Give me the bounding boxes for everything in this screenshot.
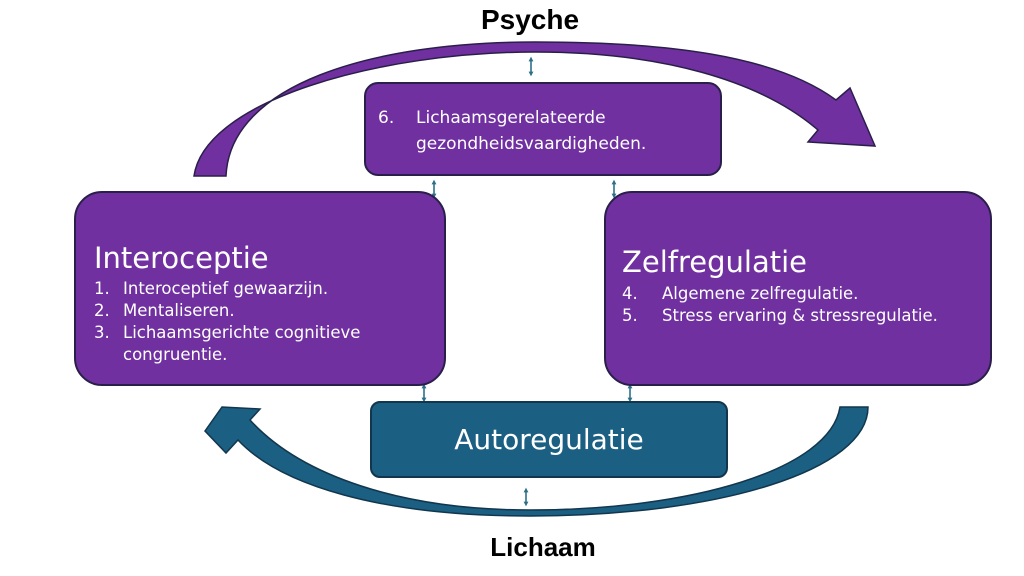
- item-number: 5.: [622, 306, 638, 325]
- item-text: Mentaliseren.: [123, 301, 235, 320]
- item-number: 1.: [94, 279, 110, 298]
- lichaam-label: Lichaam: [490, 532, 596, 562]
- health-skills-list: 6. Lichaamsgerelateerde gezondheidsvaard…: [378, 105, 708, 157]
- top-cycle-arrow-icon: [193, 41, 877, 177]
- interoceptie-heading: Interoceptie: [94, 241, 269, 275]
- item-text: Algemene zelfregulatie.: [662, 284, 859, 303]
- item-number: 2.: [94, 301, 110, 320]
- list-item: 4. Algemene zelfregulatie.: [622, 283, 974, 305]
- list-item: 6. Lichaamsgerelateerde gezondheidsvaard…: [378, 105, 708, 157]
- item-text: Lichaamsgerelateerde gezondheidsvaardigh…: [416, 108, 647, 154]
- bottom-cycle-arrow-icon: [204, 406, 869, 517]
- zelfregulatie-list: 4. Algemene zelfregulatie. 5. Stress erv…: [622, 283, 974, 327]
- autoregulatie-box: Autoregulatie: [370, 401, 728, 478]
- zelfregulatie-box: Zelfregulatie 4. Algemene zelfregulatie.…: [604, 191, 992, 386]
- interoceptie-list: 1. Interoceptief gewaarzijn. 2. Mentalis…: [94, 278, 426, 366]
- item-number: 3.: [94, 323, 110, 342]
- item-text: Interoceptief gewaarzijn.: [123, 279, 329, 298]
- item-number: 4.: [622, 284, 638, 303]
- zelfregulatie-heading: Zelfregulatie: [622, 245, 807, 279]
- list-item: 5. Stress ervaring & stressregulatie.: [622, 305, 974, 327]
- item-text: Lichaamsgerichte cognitieve congruentie.: [123, 323, 361, 364]
- list-item: 2. Mentaliseren.: [94, 300, 426, 322]
- autoregulatie-heading: Autoregulatie: [454, 422, 644, 456]
- interoceptie-box: Interoceptie 1. Interoceptief gewaarzijn…: [74, 191, 446, 386]
- psyche-label: Psyche: [480, 4, 580, 35]
- list-item: 1. Interoceptief gewaarzijn.: [94, 278, 426, 300]
- connector-arrows: [421, 56, 633, 507]
- list-item: 3. Lichaamsgerichte cognitieve congruent…: [94, 322, 426, 366]
- item-number: 6.: [378, 108, 395, 128]
- item-text: Stress ervaring & stressregulatie.: [662, 306, 938, 325]
- health-skills-box: 6. Lichaamsgerelateerde gezondheidsvaard…: [364, 82, 722, 176]
